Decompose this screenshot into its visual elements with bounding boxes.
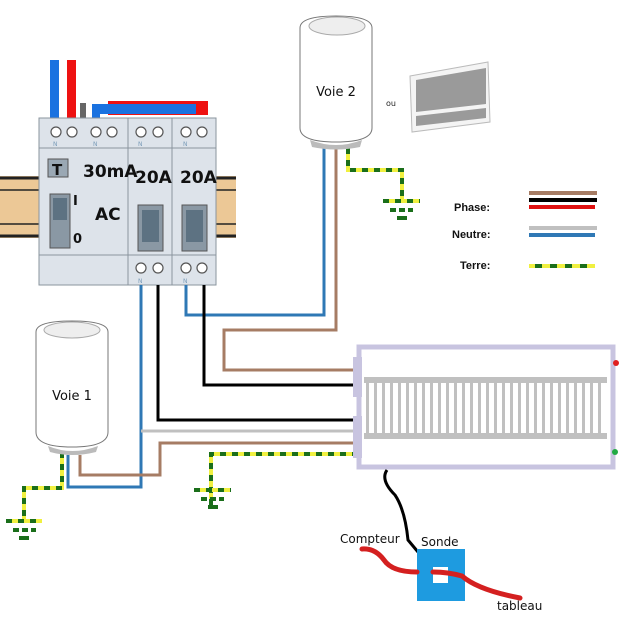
radiator-fin [366,383,369,433]
convector-heater [409,61,491,133]
radiator-fin [462,383,465,433]
thermostat-voie1: Voie 1 [35,320,109,455]
sensor-label: Sonde [421,535,459,549]
radiator [353,344,619,470]
radiator-fin [382,383,385,433]
rcd-test-button [47,158,69,178]
radiator-red-indicator [613,360,619,366]
neutral-mark: N [138,278,143,285]
neutral-mark: N [138,141,143,148]
radiator-connector-top [353,357,362,397]
rcd-on-mark: I [73,194,78,209]
radiator-fins [366,383,601,433]
radiator-fin [550,383,553,433]
radiator-fin [454,383,457,433]
earth-symbol-radiator [194,488,231,509]
radiator-fin [502,383,505,433]
radiator-fin [470,383,473,433]
radiator-fin [510,383,513,433]
radiator-fin [518,383,521,433]
panel-label: tableau [497,599,542,613]
rcd-test-label: T [52,161,63,179]
radiator-fin [598,383,601,433]
radiator-fin [582,383,585,433]
sensor-wire [383,469,420,553]
breaker-2-handle [186,210,203,242]
radiator-fin [542,383,545,433]
legend-earth-label: Terre: [460,260,490,272]
pilot-wire-voie1 [78,441,356,477]
rcd-type: AC [95,205,121,225]
breaker-1-handle [142,210,159,242]
legend: Phase: Neutre: Terre: [452,191,597,272]
neutral-mark: N [183,278,188,285]
radiator-fin [534,383,537,433]
circuit-wires [66,148,356,489]
thermostat-voie2: Voie 2 [299,15,373,150]
radiator-fin [478,383,481,433]
radiator-fin [422,383,425,433]
radiator-fin [438,383,441,433]
radiator-fin [374,383,377,433]
neutral-wire-voie2 [184,148,326,317]
radiator-fin [566,383,569,433]
current-sensor: Compteur Sonde tableau [340,532,542,613]
rcd-rating: 30mA [83,162,138,182]
radiator-fin [558,383,561,433]
neutral-mark: N [93,141,98,148]
radiator-fin [430,383,433,433]
breaker-2-rating: 20A [180,168,218,188]
incoming-wires [50,60,208,120]
breaker-1-rating: 20A [135,168,173,188]
thermostat-voie2-label: Voie 2 [316,85,356,100]
breaker-panel: N N N N N N T 30mA AC I 0 20A 20A [38,117,218,286]
neutral-wire-voie1 [66,285,143,489]
radiator-fin [574,383,577,433]
radiator-green-indicator [612,449,618,455]
phase-wire-breaker1 [156,285,356,422]
legend-phase-label: Phase: [454,202,490,214]
radiator-fin [486,383,489,433]
meter-label: Compteur [340,532,400,546]
radiator-fin [590,383,593,433]
alternative-label: ou [386,99,396,108]
radiator-fin [398,383,401,433]
legend-neutral-label: Neutre: [452,229,491,241]
earth-symbol-voie1 [6,519,42,540]
radiator-fin [526,383,529,433]
neutral-mark: N [53,141,58,148]
earth-symbol-voie2 [383,199,420,220]
radiator-fin [446,383,449,433]
radiator-fin [390,383,393,433]
pilot-wire-voie2 [222,148,356,372]
neutral-mark: N [183,141,188,148]
radiator-fin [414,383,417,433]
radiator-fin [494,383,497,433]
rcd-lever-handle [53,198,67,220]
thermostat-voie1-label: Voie 1 [52,389,92,404]
phase-wire-breaker2 [202,285,356,387]
main-cable [359,546,523,601]
radiator-fin [406,383,409,433]
radiator-connector-bottom [353,416,362,458]
rcd-off-mark: 0 [73,232,82,247]
